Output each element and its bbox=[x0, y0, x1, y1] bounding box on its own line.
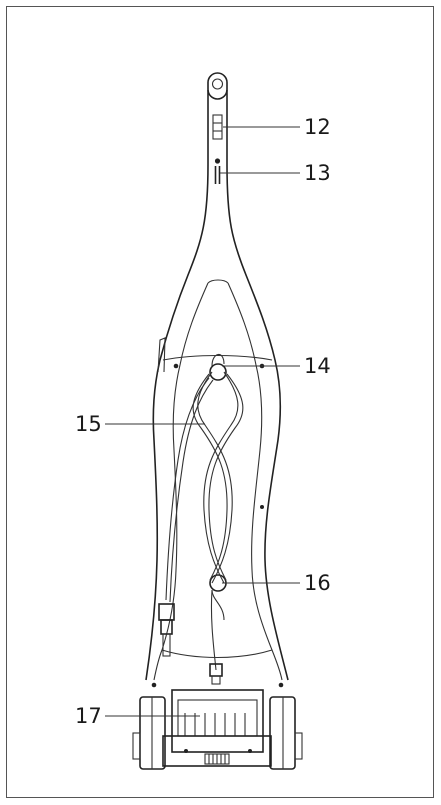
callout-17: 17 bbox=[75, 704, 102, 728]
cord-connector bbox=[209, 663, 223, 685]
switch-slider bbox=[212, 114, 223, 140]
upper-cord-hook bbox=[209, 353, 227, 381]
base-unit bbox=[162, 689, 272, 767]
handle-indicator bbox=[214, 158, 221, 184]
callout-12: 12 bbox=[304, 115, 331, 139]
callout-14: 14 bbox=[304, 354, 331, 378]
leader-lines bbox=[105, 126, 300, 717]
diagram-frame bbox=[6, 6, 434, 798]
main-body bbox=[145, 164, 289, 688]
callout-15: 15 bbox=[75, 412, 102, 436]
callout-13: 13 bbox=[304, 161, 331, 185]
left-wheel bbox=[132, 696, 166, 770]
power-plug bbox=[158, 603, 175, 657]
right-wheel bbox=[269, 696, 303, 770]
handle-grip bbox=[207, 72, 228, 165]
power-cord bbox=[165, 371, 244, 671]
callout-16: 16 bbox=[304, 571, 331, 595]
